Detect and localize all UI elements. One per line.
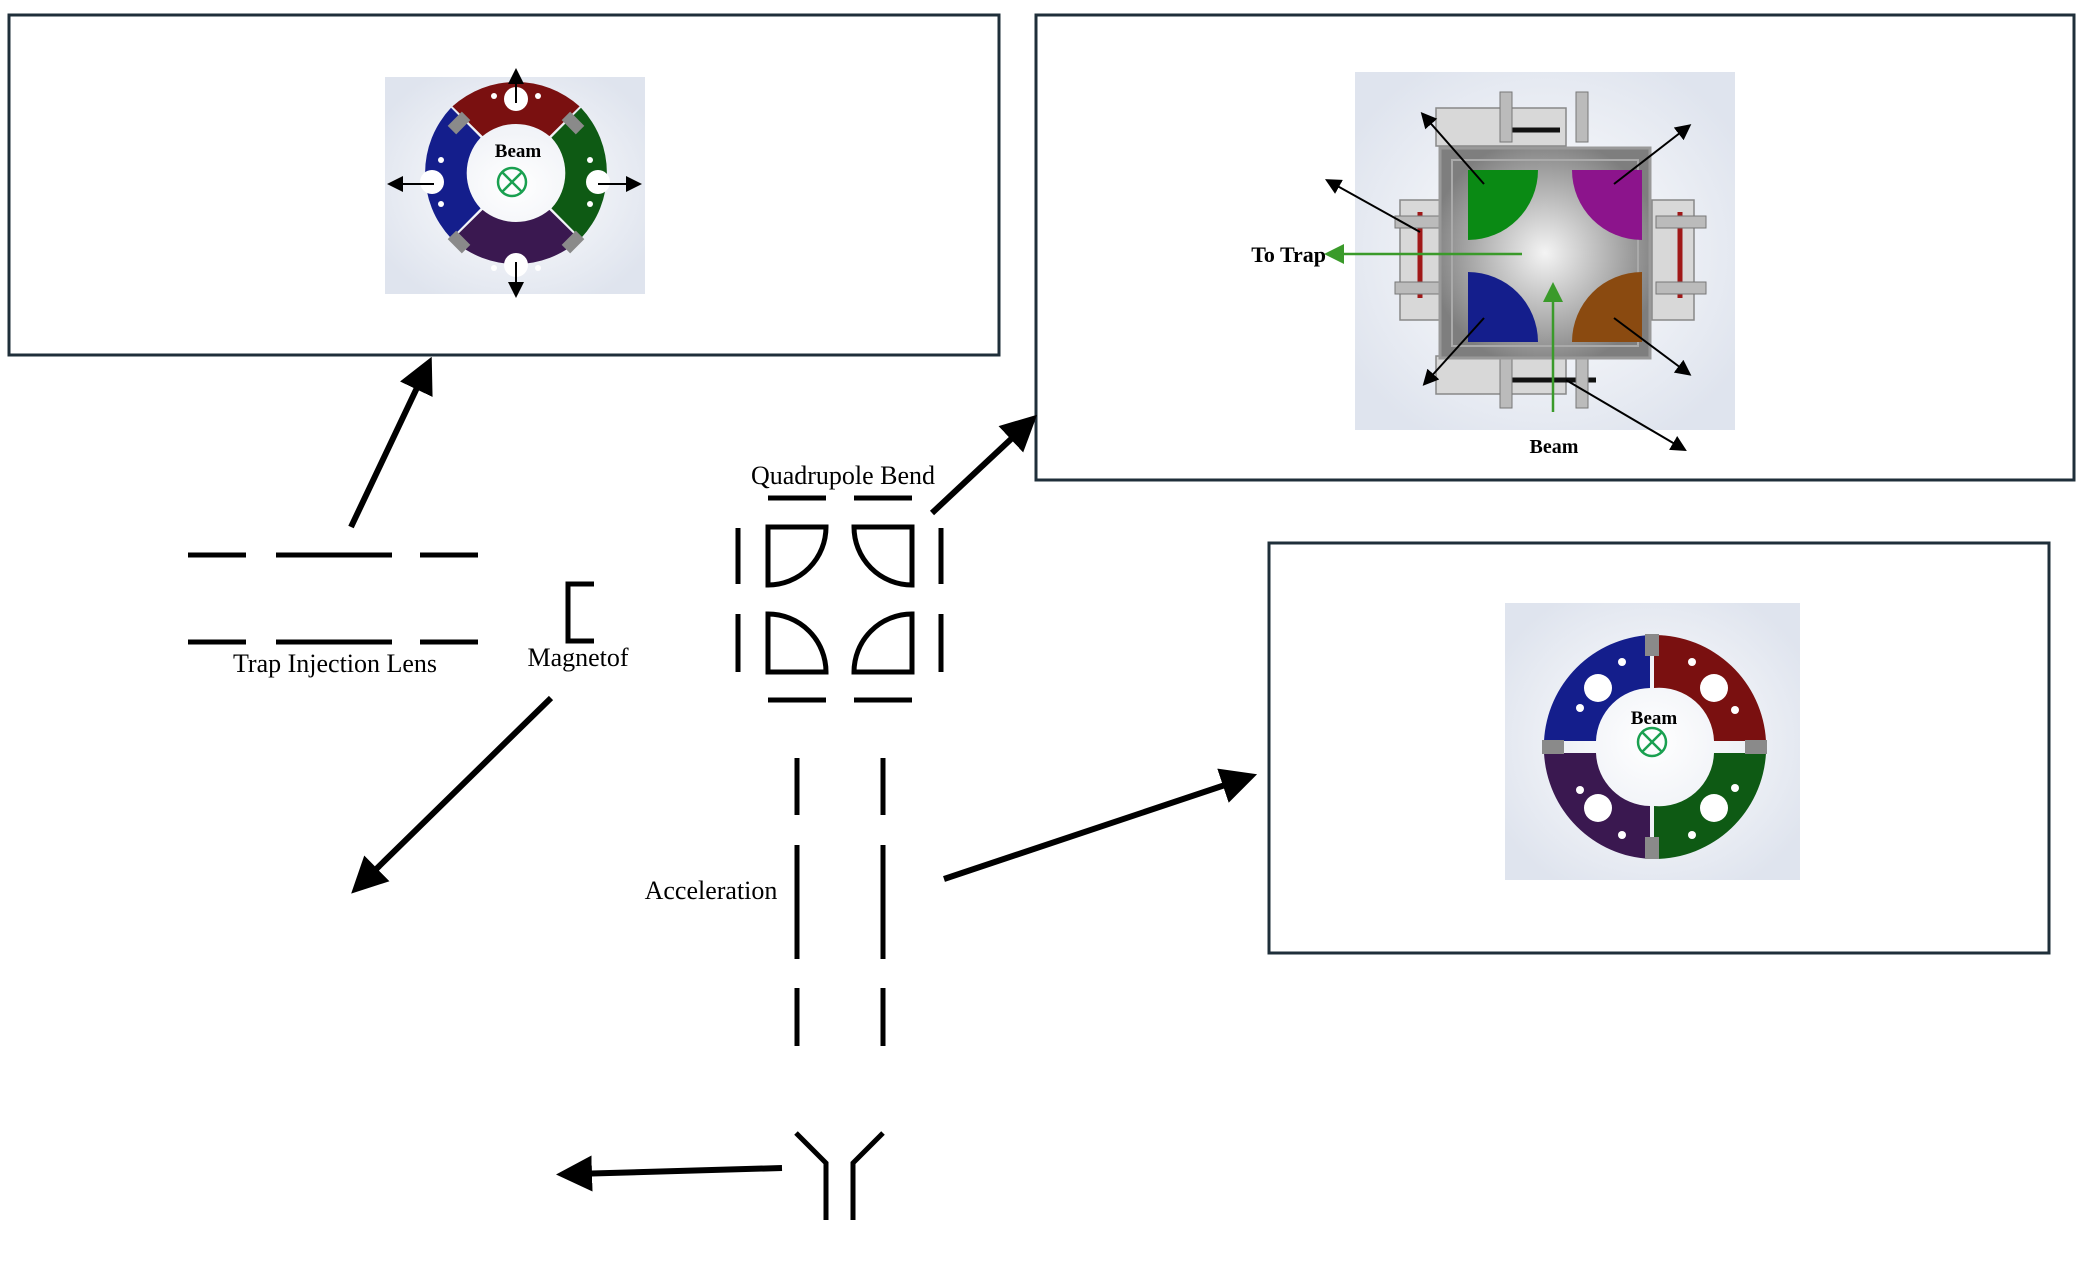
magnetof-label: Magnetof bbox=[527, 643, 628, 672]
quadrupole-bend-label: Quadrupole Bend bbox=[751, 461, 935, 490]
beam-label-top-right: Beam bbox=[1530, 436, 1579, 458]
panel-right: Beam bbox=[1267, 541, 2051, 955]
panel-top-left: Beam bbox=[7, 13, 1001, 357]
quadrupole-bend-schematic bbox=[735, 495, 944, 703]
quadrupole-bend-render bbox=[1324, 91, 1707, 452]
arrow-source-left bbox=[556, 1155, 783, 1192]
ion-source bbox=[794, 1131, 885, 1220]
panel-top-right: To Trap Beam bbox=[1034, 13, 2076, 482]
arrow-magnetof-down bbox=[351, 695, 554, 894]
trap-injection-lens bbox=[188, 552, 478, 645]
magnetof-detector bbox=[565, 581, 594, 644]
ring-lens-render bbox=[387, 68, 642, 298]
beam-label-top-left: Beam bbox=[495, 141, 542, 162]
arrow-lens-to-top-left bbox=[348, 356, 433, 529]
split-ring-lens-render bbox=[1542, 634, 1767, 860]
arrow-accel-to-right bbox=[943, 768, 1258, 882]
arrow-bend-to-top-right bbox=[929, 414, 1038, 516]
acceleration-label: Acceleration bbox=[645, 876, 778, 905]
acceleration-column bbox=[794, 758, 886, 1046]
to-trap-label: To Trap bbox=[1251, 242, 1326, 267]
trap-injection-lens-label: Trap Injection Lens bbox=[233, 649, 437, 678]
beam-label-right: Beam bbox=[1631, 708, 1678, 729]
